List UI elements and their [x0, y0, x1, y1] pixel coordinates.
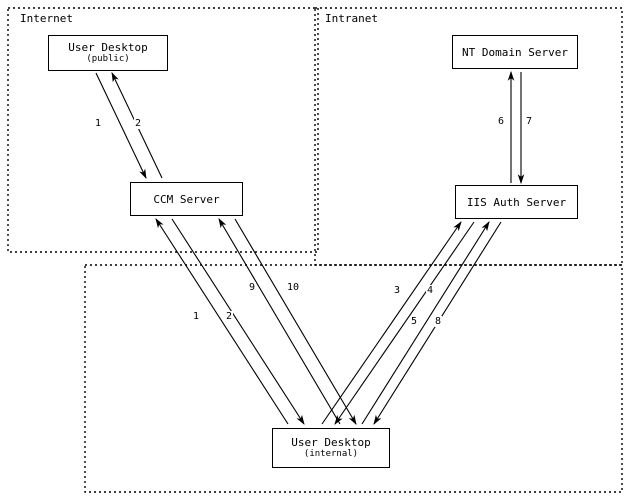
edge-label-7-nt: 7	[525, 116, 534, 127]
zone-internet-border	[7, 7, 319, 253]
zone-boundaries	[7, 7, 623, 493]
node-iis-auth-server[interactable]: IIS Auth Server	[455, 185, 578, 219]
zone-intranet-border	[314, 7, 623, 266]
node-ccm-server[interactable]: CCM Server	[130, 182, 243, 216]
edge-flow-2-lower	[171, 218, 305, 425]
node-user-desktop-public-title: User Desktop	[68, 41, 148, 54]
node-ccm-server-title: CCM Server	[153, 192, 220, 206]
edge-label-1-internal: 1	[192, 311, 201, 322]
edge-label-5-iis: 5	[410, 316, 419, 327]
edge-flow-5	[361, 221, 490, 425]
node-user-desktop-internal[interactable]: User Desktop (internal)	[272, 428, 390, 468]
node-nt-domain-server-title: NT Domain Server	[462, 45, 568, 59]
node-user-desktop-public-subtitle: (public)	[86, 54, 130, 64]
edge-label-9-ccm: 9	[248, 282, 257, 293]
zone-label-intranet: Intranet	[325, 12, 378, 25]
edge-label-8-iis: 8	[434, 316, 443, 327]
edge-label-4-iis: 4	[426, 285, 435, 296]
zone-internal-lan-border	[84, 264, 623, 493]
edge-flow-3	[321, 221, 462, 425]
edge-label-1-public: 1	[94, 118, 103, 129]
zone-label-internet: Internet	[20, 12, 73, 25]
node-user-desktop-internal-subtitle: (internal)	[303, 449, 359, 459]
edge-flow-1-lower	[155, 218, 289, 425]
edge-label-6-nt: 6	[497, 116, 506, 127]
node-iis-auth-server-title: IIS Auth Server	[466, 195, 567, 209]
node-user-desktop-public[interactable]: User Desktop (public)	[48, 35, 168, 71]
edge-flow-4	[334, 221, 475, 425]
edge-flow-9	[218, 218, 341, 425]
edge-flow-1	[95, 72, 147, 179]
edge-label-2-internal: 2	[225, 311, 234, 322]
node-user-desktop-internal-title: User Desktop	[291, 436, 371, 449]
node-nt-domain-server[interactable]: NT Domain Server	[452, 35, 578, 69]
edge-label-2-public: 2	[134, 118, 143, 129]
edge-flow-10	[234, 218, 357, 425]
edge-label-3-iis: 3	[393, 285, 402, 296]
edge-label-10-ccm: 10	[286, 282, 301, 293]
